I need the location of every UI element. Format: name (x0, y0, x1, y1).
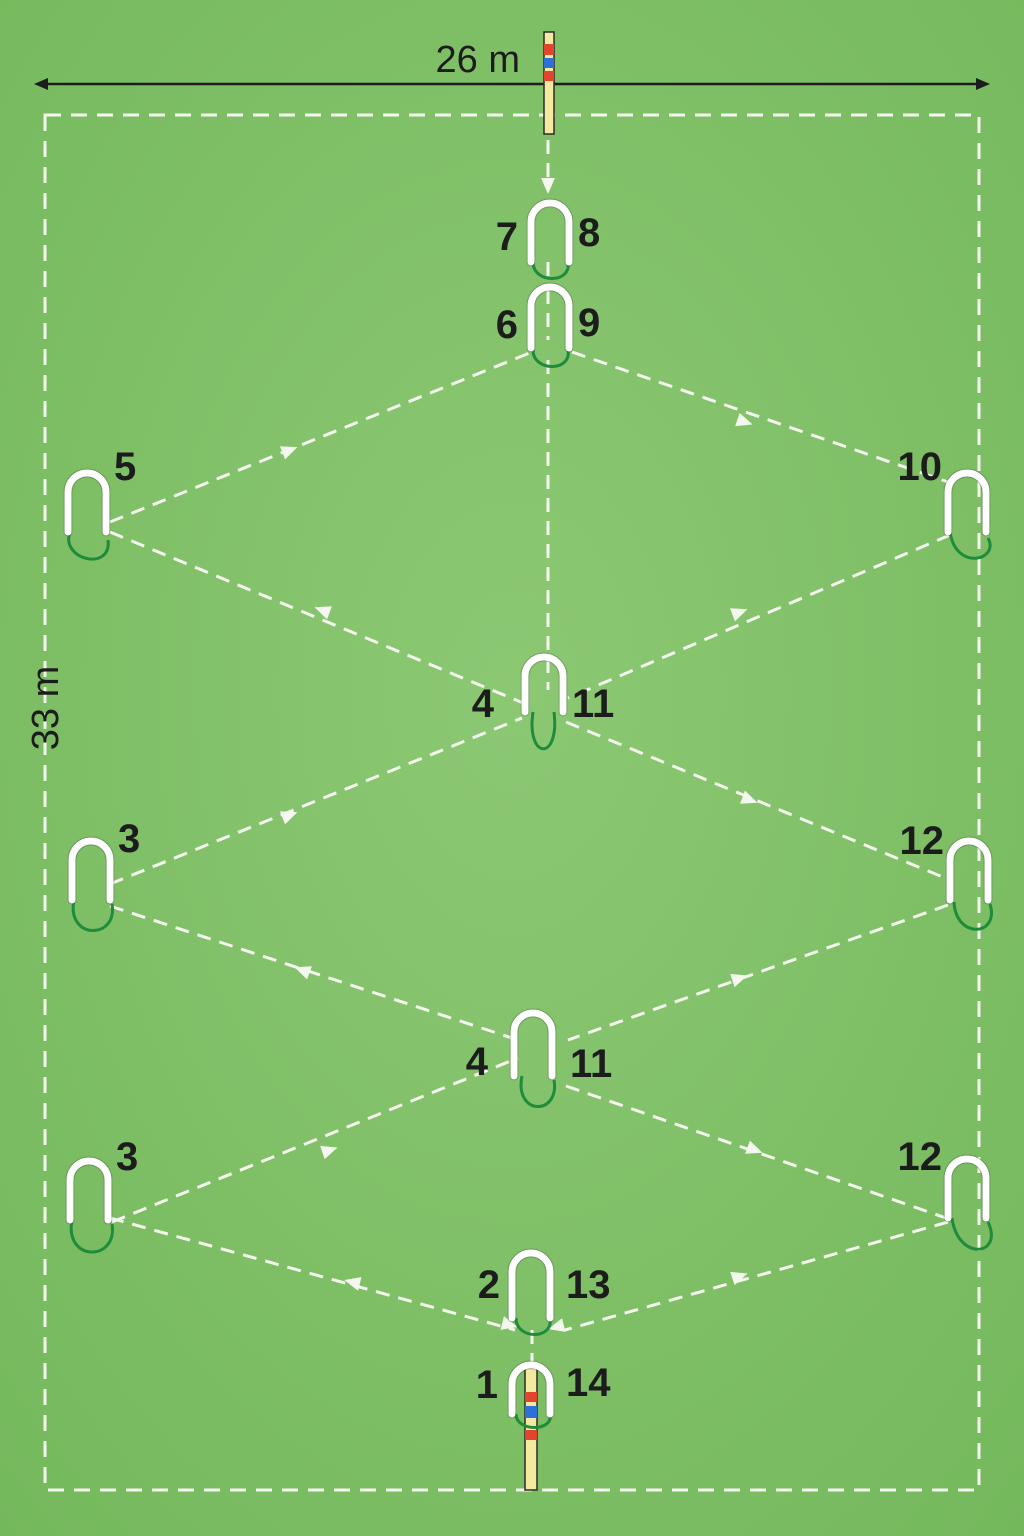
length-label: 33 m (25, 666, 67, 750)
hoop-label: 3 (116, 1135, 138, 1179)
hoop-label: 4 (472, 682, 495, 726)
hoops: 7 8 6 9 5 10 4 11 3 (64, 199, 993, 1429)
route-segment (109, 716, 523, 886)
hoop-route (109, 140, 951, 1368)
hoop-label: 9 (578, 301, 600, 345)
bottom-stake (524, 1367, 538, 1491)
hoop-2-13: 2 13 (478, 1249, 611, 1336)
hoop-5: 5 (64, 445, 136, 561)
route-segment (111, 1056, 519, 1224)
route-arrowhead (500, 1316, 518, 1330)
hoop-label: 11 (570, 1042, 612, 1086)
route-arrowhead (541, 178, 555, 194)
hoop-10: 10 (898, 445, 992, 560)
route-segment (567, 533, 951, 700)
route-segment (109, 530, 529, 707)
hoop-label: 12 (900, 819, 945, 863)
hoop-label: 11 (572, 682, 614, 726)
route-arrowhead (730, 1271, 748, 1286)
hoop-4-11-lower: 4 11 (466, 1009, 612, 1108)
hoop-label: 7 (496, 215, 518, 259)
route-segment (109, 904, 519, 1042)
hoop-label: 14 (566, 1361, 611, 1405)
route-arrowhead (730, 973, 748, 988)
route-segment (564, 1220, 949, 1332)
route-arrowhead (314, 606, 332, 620)
hoop-3-middle: 3 (68, 817, 140, 932)
route-arrowhead (745, 1140, 763, 1154)
hoop-12-middle: 12 (900, 819, 993, 931)
route-segment (109, 1216, 516, 1332)
route-segment (565, 720, 951, 882)
route-arrowhead (730, 608, 748, 622)
hoop-label: 8 (578, 211, 600, 255)
route-arrowhead (280, 446, 298, 460)
width-dimension: 26 m (34, 39, 990, 90)
hoop-label: 3 (118, 817, 140, 861)
route-arrows (280, 178, 763, 1332)
hoop-4-11-upper: 4 11 (472, 653, 614, 751)
route-segment (571, 350, 949, 484)
route-arrowhead (548, 1318, 566, 1332)
hoop-label: 5 (114, 445, 136, 489)
hoop-label: 12 (898, 1135, 943, 1179)
route-segment (565, 1084, 947, 1220)
route-arrowhead (735, 412, 753, 427)
route-arrowhead (344, 1277, 362, 1291)
hoop-label: 6 (496, 303, 518, 347)
hoop-label: 13 (566, 1263, 611, 1307)
hoop-label: 2 (478, 1263, 500, 1307)
hoop-12-lower: 12 (898, 1135, 993, 1251)
width-label: 26 m (436, 39, 520, 81)
route-arrowhead (280, 811, 298, 825)
length-dimension: 33 m (25, 666, 67, 750)
route-segment (109, 350, 533, 524)
hoop-label: 4 (466, 1040, 489, 1084)
hoop-6-9: 6 9 (496, 283, 600, 368)
hoop-label: 10 (898, 445, 943, 489)
hoop-3-lower: 3 (66, 1135, 138, 1254)
route-arrowhead (320, 1145, 338, 1160)
hoop-label: 1 (476, 1363, 498, 1407)
route-arrowhead (740, 790, 758, 804)
route-arrowhead (294, 966, 312, 980)
top-stake (543, 31, 555, 135)
hoop-1-14: 1 14 (476, 1361, 611, 1429)
hoop-7-8: 7 8 (496, 199, 600, 280)
court-boundary (43, 113, 981, 1492)
